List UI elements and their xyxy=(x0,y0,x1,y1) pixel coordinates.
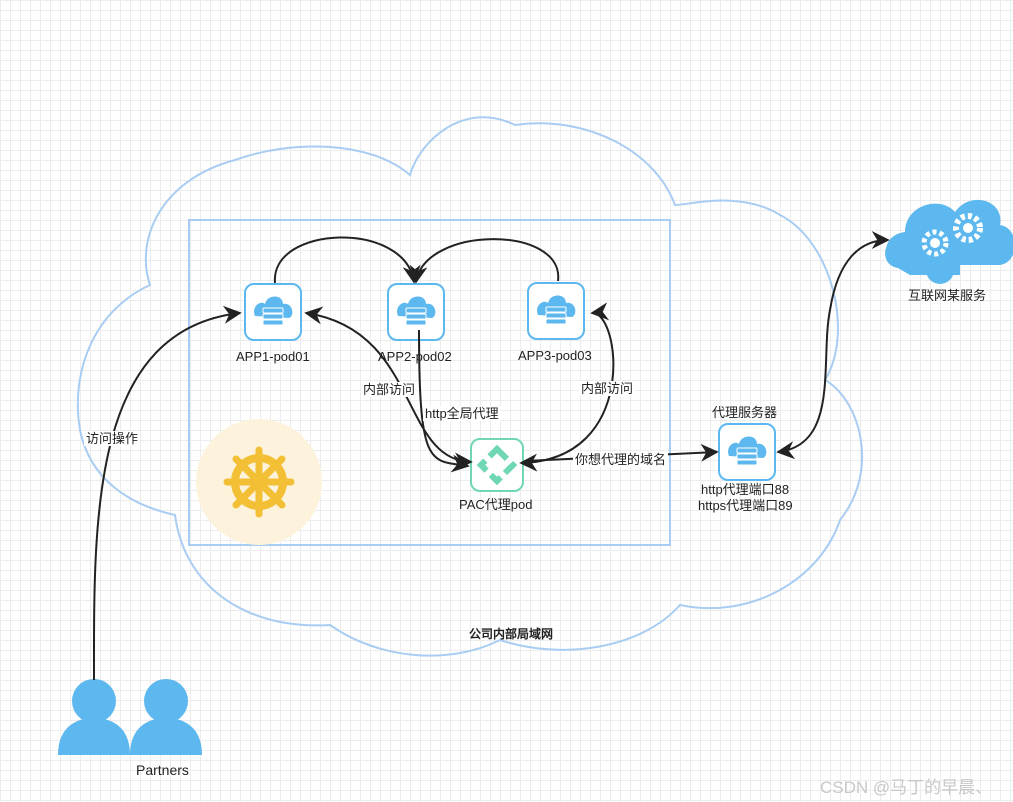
edge-http-global xyxy=(418,329,470,473)
edge-app1-app2 xyxy=(273,236,421,284)
edge-access-op-label: 访问操作 xyxy=(84,431,141,446)
pac-label: PAC代理pod xyxy=(459,497,533,512)
edge-proxy-internet xyxy=(776,231,890,460)
edge-internal-right-label: 内部访问 xyxy=(579,381,636,396)
partners-icon xyxy=(58,679,202,755)
edge-http-global-label: http全局代理 xyxy=(423,406,501,421)
helm-icon xyxy=(196,419,322,545)
edge-domain-label: 你想代理的域名 xyxy=(573,452,669,467)
lan-label: 公司内部局域网 xyxy=(469,627,554,641)
internet-service-label: 互联网某服务 xyxy=(908,288,987,303)
k8s-cluster-box xyxy=(188,219,671,546)
edge-internal-left-label: 内部访问 xyxy=(361,382,418,397)
pac-node-icon xyxy=(470,438,524,492)
app2-label: APP2-pod02 xyxy=(378,349,452,364)
proxy-server-node-icon xyxy=(718,423,776,481)
app3-label: APP3-pod03 xyxy=(518,348,592,363)
app1-label: APP1-pod01 xyxy=(236,349,310,364)
edge-app3-app2 xyxy=(409,238,560,284)
partners-label: Partners xyxy=(136,762,189,778)
watermark: CSDN @马丁的早晨、 xyxy=(820,778,993,797)
https-port-label: https代理端口89 xyxy=(698,498,793,513)
app3-node-icon xyxy=(527,282,585,340)
app2-node-icon xyxy=(387,283,445,341)
lan-cloud xyxy=(76,116,863,657)
internet-cloud-icon xyxy=(885,199,1013,284)
app1-node-icon xyxy=(244,283,302,341)
http-port-label: http代理端口88 xyxy=(701,482,790,497)
proxy-server-label: 代理服务器 xyxy=(712,405,778,420)
